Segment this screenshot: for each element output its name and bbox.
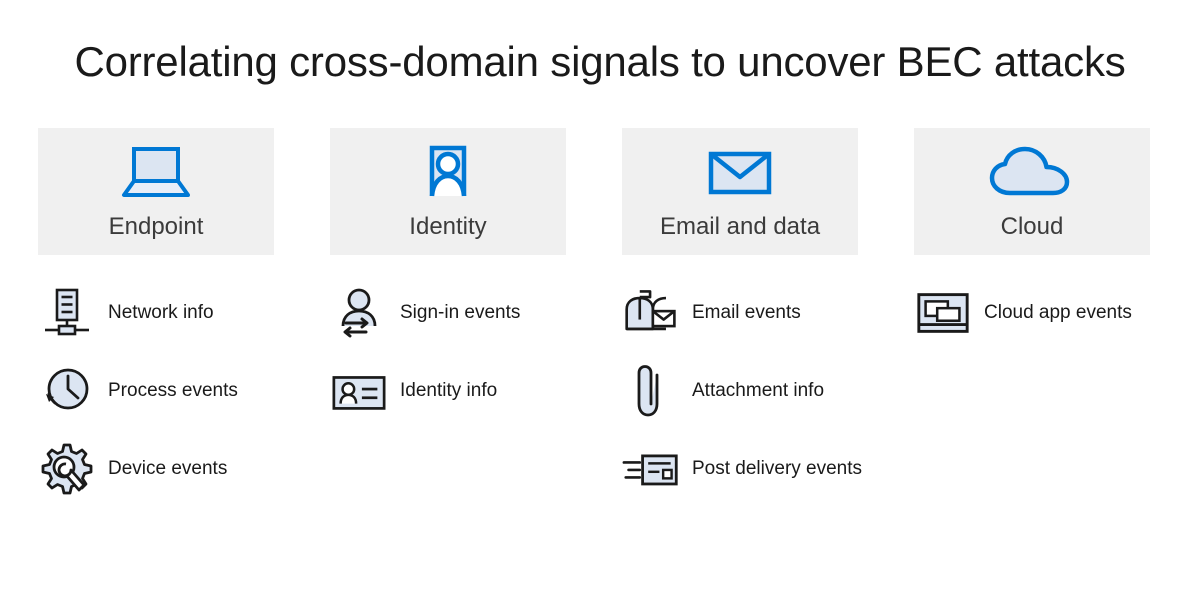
- envelope-icon: [702, 145, 778, 201]
- column-cloud: Cloud Cloud app events: [914, 128, 1150, 516]
- list-endpoint: Network info Process events: [38, 282, 274, 500]
- list-identity: Sign-in events Identity info: [330, 282, 566, 422]
- list-item-label: Cloud app events: [984, 302, 1132, 323]
- list-item-label: Post delivery events: [692, 458, 863, 479]
- list-item-label: Device events: [108, 458, 228, 479]
- server-network-icon: [38, 284, 96, 342]
- list-cloud: Cloud app events: [914, 282, 1150, 344]
- list-item[interactable]: Network info: [38, 282, 274, 344]
- clock-history-icon: [38, 362, 96, 420]
- app-windows-icon: [914, 284, 972, 342]
- list-item-label: Process events: [108, 380, 238, 401]
- list-item[interactable]: Process events: [38, 360, 274, 422]
- list-item-label: Attachment info: [692, 380, 825, 401]
- list-email-and-data: Email events Attachment info: [622, 282, 862, 500]
- id-card-icon: [330, 362, 388, 420]
- message-motion-icon: [622, 440, 680, 498]
- column-endpoint: Endpoint: [38, 128, 274, 516]
- list-item[interactable]: Sign-in events: [330, 282, 566, 344]
- list-item[interactable]: Email events: [622, 282, 858, 344]
- cloud-icon: [984, 145, 1080, 201]
- column-identity: Identity Sign-in events: [330, 128, 566, 516]
- domain-columns: Endpoint: [38, 128, 1160, 516]
- card-cloud[interactable]: Cloud: [914, 128, 1150, 255]
- list-item-label: Email events: [692, 302, 801, 323]
- card-label-email-and-data: Email and data: [659, 213, 821, 240]
- gear-wrench-icon: [38, 440, 96, 498]
- paperclip-icon: [622, 362, 680, 420]
- card-label-identity: Identity: [409, 213, 487, 240]
- card-label-cloud: Cloud: [1000, 213, 1064, 240]
- list-item[interactable]: Device events: [38, 438, 274, 500]
- list-item[interactable]: Identity info: [330, 360, 566, 422]
- card-endpoint[interactable]: Endpoint: [38, 128, 274, 255]
- list-item-label: Sign-in events: [400, 302, 521, 323]
- mailbox-icon: [622, 284, 680, 342]
- list-item[interactable]: Post delivery events: [622, 438, 862, 500]
- card-email-and-data[interactable]: Email and data: [622, 128, 858, 255]
- card-label-endpoint: Endpoint: [108, 213, 204, 240]
- card-identity[interactable]: Identity: [330, 128, 566, 255]
- list-item-label: Network info: [108, 302, 214, 323]
- list-item-label: Identity info: [400, 380, 498, 401]
- list-item[interactable]: Cloud app events: [914, 282, 1150, 344]
- column-email-and-data: Email and data: [622, 128, 862, 516]
- laptop-icon: [119, 145, 193, 201]
- page-title: Correlating cross-domain signals to unco…: [74, 38, 1126, 85]
- person-exchange-icon: [330, 284, 388, 342]
- person-frame-icon: [418, 145, 478, 201]
- list-item[interactable]: Attachment info: [622, 360, 858, 422]
